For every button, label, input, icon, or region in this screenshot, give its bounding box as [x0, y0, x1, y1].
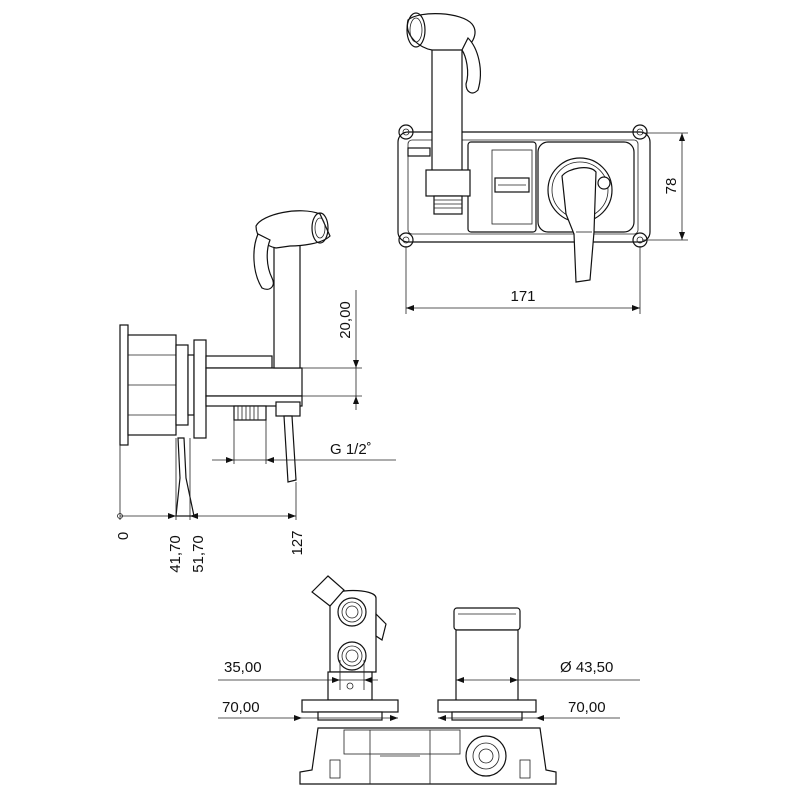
base-housing [299, 727, 557, 785]
left-port-body [329, 589, 377, 673]
shower-handle-front [431, 41, 463, 173]
dim-depth-127: 127 [289, 530, 306, 555]
dim-diameter: Ø 43,50 [560, 659, 613, 676]
side-view: 20,00 G 1/2˚ 0 41,70 51,70 127 [115, 210, 396, 573]
right-cap [453, 607, 521, 631]
dim-height-78: 78 [663, 178, 680, 195]
front-mounting-plate [397, 131, 651, 243]
dim-depth-41-70: 41,70 [167, 535, 184, 573]
hose-connector-front [433, 195, 463, 215]
base-port [465, 735, 507, 777]
bottom-view: 35,00 Ø 43,50 70,00 70,00 [218, 575, 640, 785]
right-cartridge [455, 629, 519, 703]
mount-hole-tl [398, 124, 414, 140]
dim-depth-51-70: 51,70 [190, 535, 207, 573]
dim-thread: G 1/2˚ [330, 441, 372, 458]
left-flange [301, 699, 399, 713]
dim-origin-0: 0 [115, 532, 132, 540]
side-cover-plate [193, 339, 207, 439]
side-outlet-body [205, 367, 303, 397]
dim-right-70: 70,00 [568, 699, 606, 716]
side-flange [119, 324, 129, 446]
dim-left-35: 35,00 [224, 659, 262, 676]
mixer-lever [561, 167, 597, 283]
dim-depth-20: 20,00 [337, 301, 354, 339]
mount-hole-tr [632, 124, 648, 140]
front-view: 78 171 [397, 12, 688, 314]
right-flange [437, 699, 537, 713]
dim-width-171: 171 [510, 288, 535, 305]
dim-left-70: 70,00 [222, 699, 260, 716]
shower-handle-side [273, 237, 301, 369]
